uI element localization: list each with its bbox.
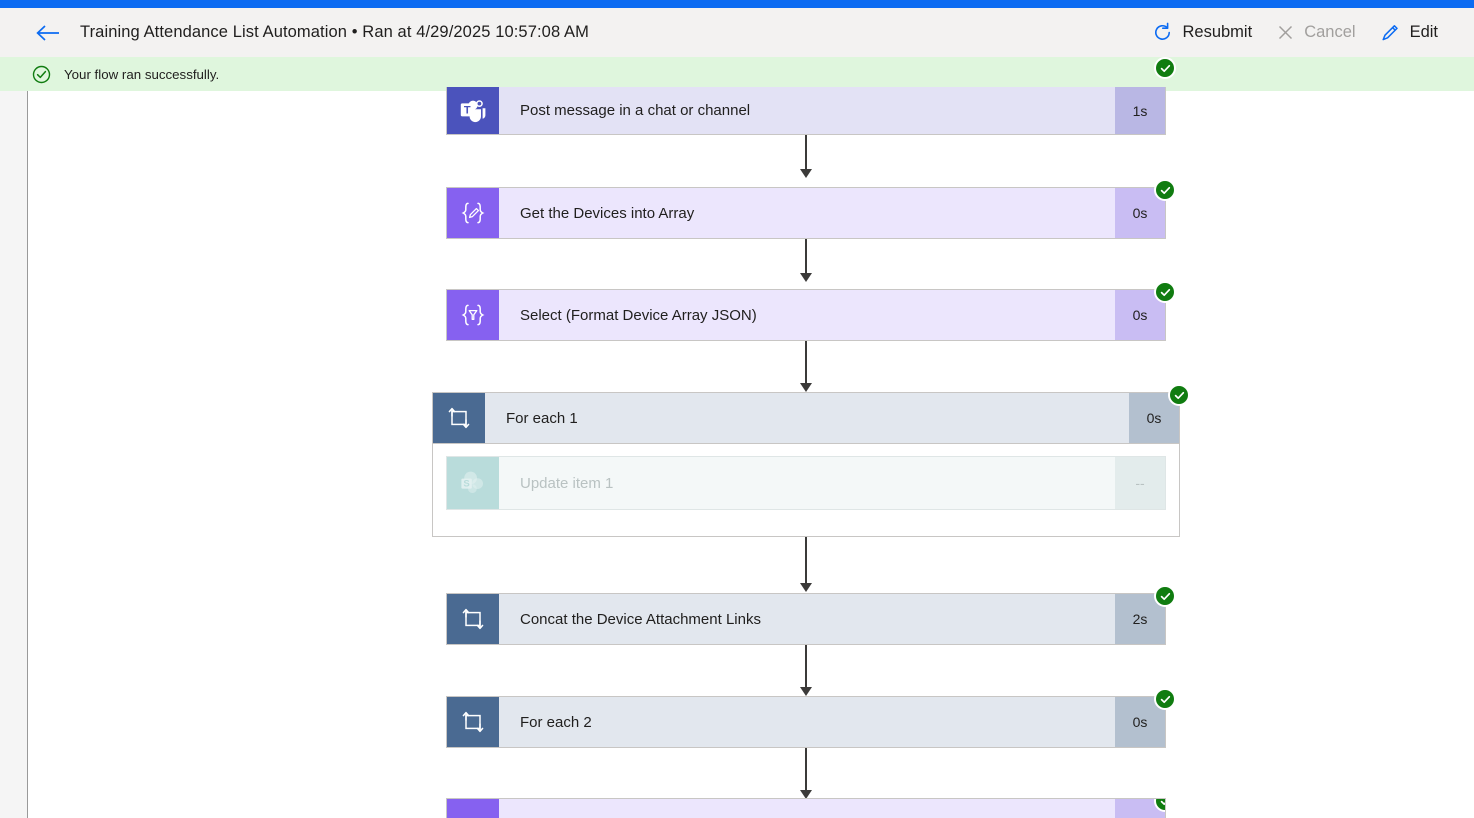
flow-node-title: Select (Format Device Array JSON) xyxy=(520,306,757,324)
status-badge-succeeded xyxy=(1154,688,1176,710)
success-check-circle-icon xyxy=(32,65,51,84)
header-action-bar: Resubmit Cancel Edit xyxy=(1140,16,1450,49)
svg-text:T: T xyxy=(463,104,470,116)
flow-node-title: Post message in a chat or channel xyxy=(520,102,751,119)
flow-node-title: For each 1 xyxy=(506,409,578,427)
loop-icon xyxy=(433,393,485,443)
flow-node-duration: 1s xyxy=(1115,87,1165,134)
flow-node-title: Concat the Device Attachment Links xyxy=(520,610,761,628)
flow-node-concat-the-device-attachment-links[interactable]: Concat the Device Attachment Links 2s xyxy=(446,585,1176,645)
flow-node-select-format-device-array-json[interactable]: Select (Format Device Array JSON) 0s xyxy=(446,281,1176,341)
flow-node-update-item-1[interactable]: S Update item 1 -- xyxy=(446,456,1166,510)
status-badge-succeeded xyxy=(1168,384,1190,406)
page-header: Training Attendance List Automation • Ra… xyxy=(0,8,1474,57)
flow-node-title: Update item 1 xyxy=(520,474,614,492)
top-accent-bar xyxy=(0,0,1474,8)
edit-label: Edit xyxy=(1409,23,1438,41)
close-icon xyxy=(1276,23,1295,42)
flow-node-get-the-devices-into-array[interactable]: Get the Devices into Array 0s xyxy=(446,179,1176,239)
status-banner-text: Your flow ran successfully. xyxy=(64,66,220,82)
resubmit-label: Resubmit xyxy=(1182,23,1253,41)
refresh-icon xyxy=(1152,22,1173,43)
compose-icon xyxy=(447,799,499,818)
left-rail xyxy=(0,91,28,818)
flow-node-title: Get the Devices into Array xyxy=(520,204,695,222)
flow-node-next-action-partially-visible[interactable] xyxy=(446,798,1166,818)
flow-node-post-message-in-a-chat-or-channel[interactable]: T Post message in a chat or channel 1s xyxy=(446,57,1176,135)
resubmit-button[interactable]: Resubmit xyxy=(1140,16,1264,49)
edit-button[interactable]: Edit xyxy=(1368,16,1450,49)
status-badge-succeeded xyxy=(1154,179,1176,201)
status-badge-succeeded xyxy=(1154,799,1165,812)
status-badge-succeeded xyxy=(1154,585,1176,607)
flow-node-title xyxy=(499,799,1115,818)
status-badge-succeeded xyxy=(1154,57,1176,79)
back-arrow-icon[interactable] xyxy=(31,16,65,50)
sharepoint-icon: S xyxy=(447,457,499,509)
flow-node-for-each-2[interactable]: For each 2 0s xyxy=(446,688,1176,748)
svg-text:S: S xyxy=(463,478,469,489)
flow-node-duration xyxy=(1115,799,1165,818)
flow-canvas: T Post message in a chat or channel 1s xyxy=(29,57,1474,818)
loop-icon xyxy=(447,594,499,644)
flow-node-for-each-1[interactable]: For each 1 0s xyxy=(432,384,1190,444)
cancel-button: Cancel xyxy=(1264,17,1367,48)
status-badge-succeeded xyxy=(1154,281,1176,303)
select-funnel-icon xyxy=(447,290,499,340)
compose-icon xyxy=(447,188,499,238)
cancel-label: Cancel xyxy=(1304,23,1356,41)
loop-icon xyxy=(447,697,499,747)
page-title: Training Attendance List Automation • Ra… xyxy=(80,23,589,41)
flow-node-duration: -- xyxy=(1115,457,1165,509)
status-banner: Your flow ran successfully. xyxy=(0,57,1474,91)
teams-icon: T xyxy=(447,87,499,134)
flow-run-body: T Post message in a chat or channel 1s xyxy=(0,57,1474,818)
flow-node-title: For each 2 xyxy=(520,713,592,731)
pencil-icon xyxy=(1380,22,1401,43)
